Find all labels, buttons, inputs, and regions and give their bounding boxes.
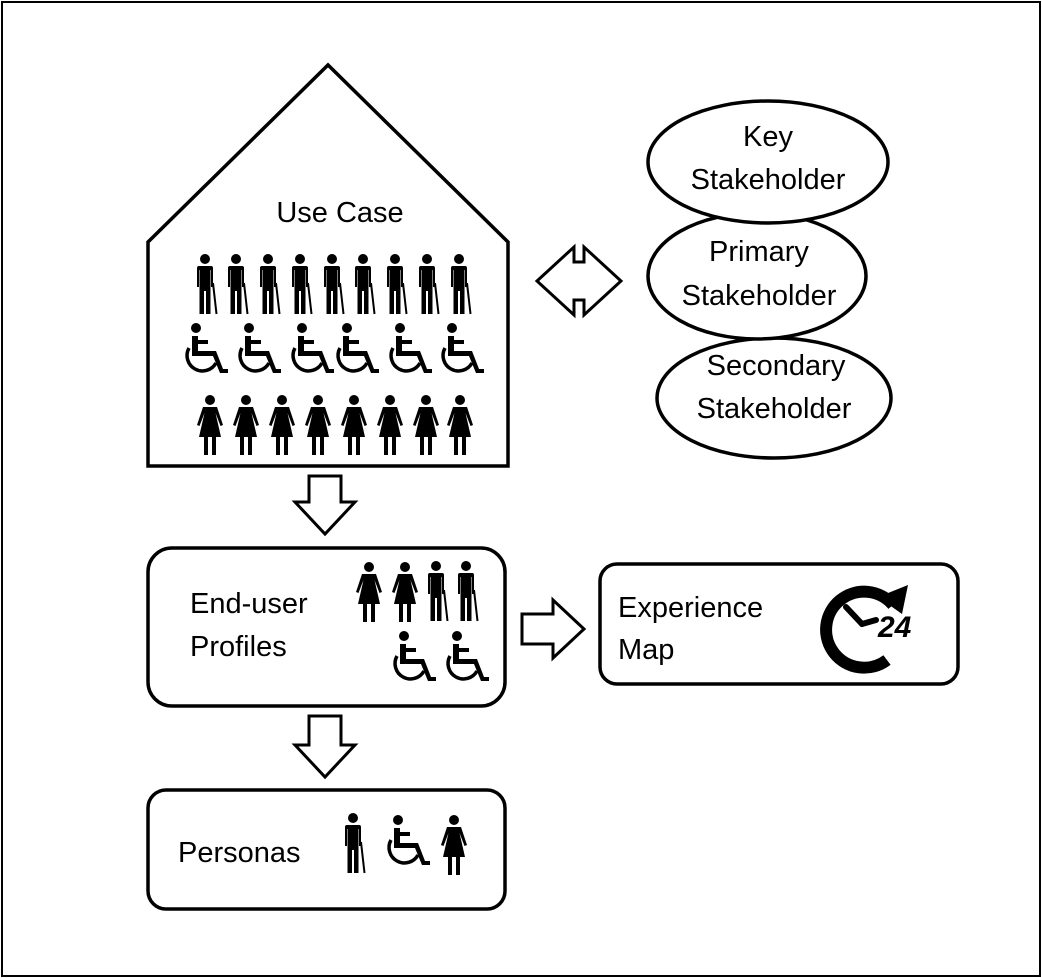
bidirectional-arrow <box>534 243 624 319</box>
right-arrow <box>520 596 587 662</box>
primary-stakeholder-ellipse <box>646 211 868 341</box>
end-user-profiles-line1: End-user <box>190 588 308 620</box>
use-case-men-row <box>195 253 472 316</box>
clock-badge-text: 24 <box>877 611 912 644</box>
key-stakeholder-ellipse <box>646 99 890 225</box>
down-arrow <box>291 714 359 780</box>
experience-map-line2: Map <box>618 634 674 666</box>
personas-box <box>146 788 507 911</box>
key-stakeholder-line2: Stakeholder <box>691 164 846 196</box>
experience-map-line1: Experience <box>618 592 763 624</box>
secondary-stakeholder-line1: Secondary <box>707 350 846 382</box>
primary-stakeholder-line2: Stakeholder <box>682 280 837 312</box>
use-case-house <box>146 62 510 468</box>
use-case-label: Use Case <box>276 197 403 229</box>
clock-24h-icon: 24 <box>820 585 912 674</box>
key-stakeholder-line1: Key <box>743 121 793 153</box>
secondary-stakeholder-line2: Stakeholder <box>697 393 852 425</box>
end-user-profiles-box <box>146 546 507 708</box>
personas-label: Personas <box>178 837 301 869</box>
end-user-profiles-line2: Profiles <box>190 631 287 663</box>
primary-stakeholder-line1: Primary <box>709 236 809 268</box>
down-arrow <box>291 474 359 537</box>
